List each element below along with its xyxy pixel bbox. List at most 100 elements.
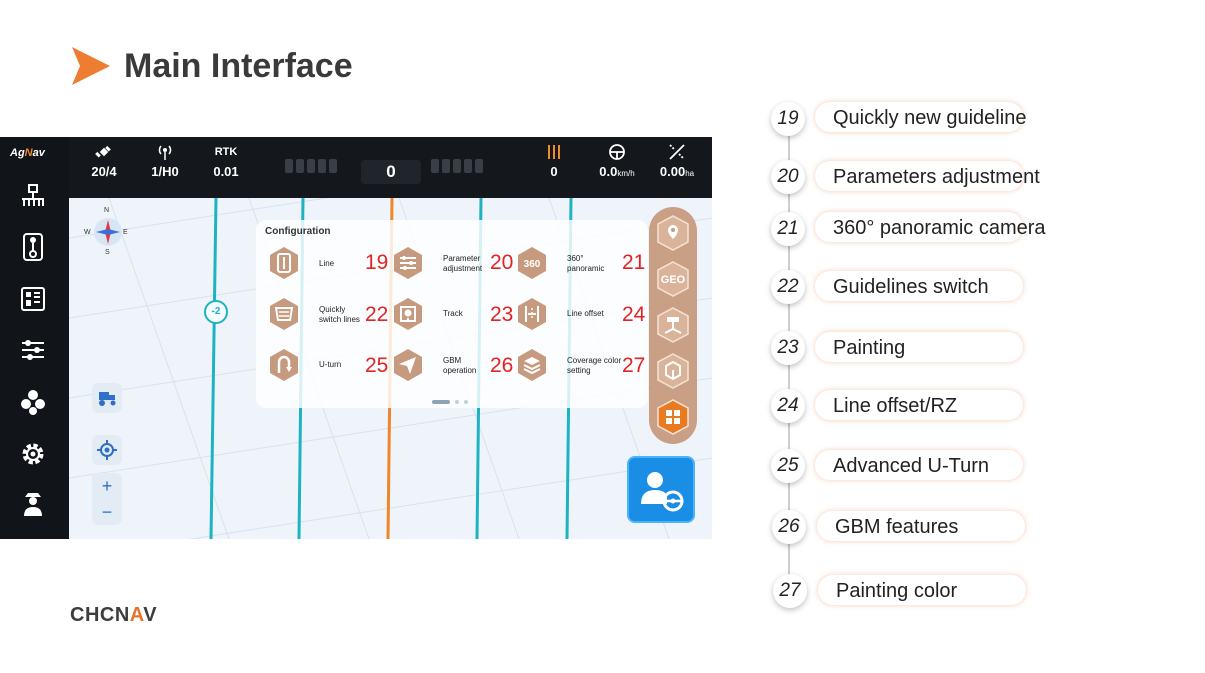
legend-label-24: Line offset/RZ <box>814 389 1024 421</box>
legend-num-19: 19 <box>771 102 805 136</box>
brand-part: av <box>32 147 45 159</box>
config-num-21: 21 <box>622 251 646 274</box>
implement-icon <box>22 184 44 206</box>
settings-sliders-button[interactable] <box>16 333 50 367</box>
legend-num-24: 24 <box>771 389 805 423</box>
guideline-number-badge: -2 <box>204 300 228 324</box>
legend-num-20: 20 <box>771 160 805 194</box>
logo-part: V <box>143 604 158 626</box>
speed-unit: km/h <box>617 169 635 178</box>
section-count: 0 <box>550 164 558 179</box>
geo-label: GEO <box>661 274 686 286</box>
config-num-24: 24 <box>622 303 646 326</box>
logo-part: A <box>129 604 144 626</box>
app-screenshot: AgNav 20/4 1/H0 <box>0 137 712 539</box>
logo-part: CHCN <box>70 604 130 626</box>
status-bar: 20/4 1/H0 RTK 0.01 0 0 0.0km/h 0.00ha <box>69 137 712 198</box>
implement-button[interactable] <box>16 179 50 213</box>
gbm-icon[interactable] <box>391 348 425 382</box>
line-icon[interactable] <box>267 246 301 280</box>
configuration-panel <box>256 220 648 408</box>
zoom-out-button[interactable]: − <box>101 502 113 522</box>
zoom-in-button[interactable]: + <box>101 476 113 496</box>
section-bars-icon <box>548 145 560 159</box>
satellite-status: 20/4 <box>74 143 134 179</box>
rtk-label: RTK <box>214 146 238 158</box>
config-label-switch-lines: Quickly switch lines <box>319 305 360 324</box>
modules-icon <box>21 390 45 415</box>
area-status: 0.00ha <box>647 143 707 179</box>
map-pin-icon[interactable] <box>656 215 690 251</box>
guideline-button[interactable] <box>16 230 50 264</box>
speed-number: 0.0 <box>599 164 618 179</box>
lightbar-right <box>431 159 483 173</box>
deviation-value: 0 <box>361 160 421 184</box>
legend-label-20: Parameters adjustment <box>814 160 1040 192</box>
auto-steer-engage-button[interactable] <box>627 456 695 523</box>
operator-icon <box>24 493 42 516</box>
satellite-icon <box>95 145 111 158</box>
config-num-27: 27 <box>622 354 646 377</box>
area-value: 0.00ha <box>647 164 707 179</box>
config-num-25: 25 <box>365 354 389 377</box>
play-arrow-icon <box>72 47 110 85</box>
rtk-status: RTK 0.01 <box>196 143 256 179</box>
legend-label-27: Painting color <box>817 574 1027 606</box>
cross-section-icon[interactable] <box>656 307 690 343</box>
section-counter: 0 <box>524 143 584 179</box>
tractor-icon <box>99 392 116 406</box>
area-unit: ha <box>685 169 695 178</box>
vehicle-button[interactable] <box>92 383 122 413</box>
box-icon[interactable] <box>656 353 690 389</box>
config-label-parameter: Parameter adjustment <box>443 254 483 273</box>
radio-signal-icon <box>158 145 172 160</box>
u-turn-icon[interactable] <box>267 348 301 382</box>
camera-360-icon[interactable]: 360 <box>515 246 549 280</box>
geo-button[interactable]: GEO <box>656 261 690 297</box>
page-title: Main Interface <box>124 47 353 85</box>
config-num-23: 23 <box>490 303 514 326</box>
legend-num-23: 23 <box>771 331 805 365</box>
radio-status: 1/H0 <box>135 143 195 179</box>
modules-button[interactable] <box>16 385 50 419</box>
parameter-icon[interactable] <box>391 246 425 280</box>
legend-label-23: Painting <box>814 331 1024 363</box>
brand-part: Ag <box>10 147 25 159</box>
field-manager-button[interactable] <box>16 282 50 316</box>
satellite-count: 20/4 <box>91 164 117 179</box>
area-number: 0.00 <box>659 164 686 179</box>
legend-label-21: 360° panoramic camera <box>814 211 1046 243</box>
radio-value: 1/H0 <box>151 164 179 179</box>
svg-text:360: 360 <box>524 259 541 270</box>
guideline-ab-icon <box>23 233 43 261</box>
config-label-coverage-color: Coverage color setting <box>567 356 622 375</box>
legend-num-26: 26 <box>772 510 806 544</box>
system-settings-button[interactable] <box>16 437 50 471</box>
legend-num-25: 25 <box>771 449 805 483</box>
config-label-line-offset: Line offset <box>567 309 604 318</box>
compass-n: N <box>104 207 110 214</box>
steering-wheel-icon <box>609 144 625 160</box>
locate-button[interactable] <box>92 435 122 465</box>
config-grid-icon[interactable] <box>656 399 690 435</box>
legend-num-27: 27 <box>773 574 807 608</box>
config-label-line: Line <box>319 259 335 268</box>
legend-num-21: 21 <box>771 212 805 246</box>
operator-button[interactable] <box>16 487 50 521</box>
lightbar-left <box>285 159 337 173</box>
coverage-color-icon[interactable] <box>515 348 549 382</box>
legend-label-19: Quickly new guideline <box>814 101 1026 133</box>
config-num-19: 19 <box>365 251 389 274</box>
switch-lines-icon[interactable] <box>267 297 301 331</box>
sidebar: AgNav <box>0 137 69 539</box>
compass-e: E <box>123 229 128 236</box>
zoom-control: + − <box>92 473 122 525</box>
line-offset-icon[interactable] <box>515 297 549 331</box>
configuration-title: Configuration <box>265 226 331 237</box>
field-manager-icon <box>21 287 45 311</box>
track-icon[interactable] <box>391 297 425 331</box>
locate-icon <box>97 440 117 460</box>
page-indicator <box>432 400 468 404</box>
config-label-gbm: GBM operation <box>443 356 477 375</box>
compass-s: S <box>105 249 110 256</box>
